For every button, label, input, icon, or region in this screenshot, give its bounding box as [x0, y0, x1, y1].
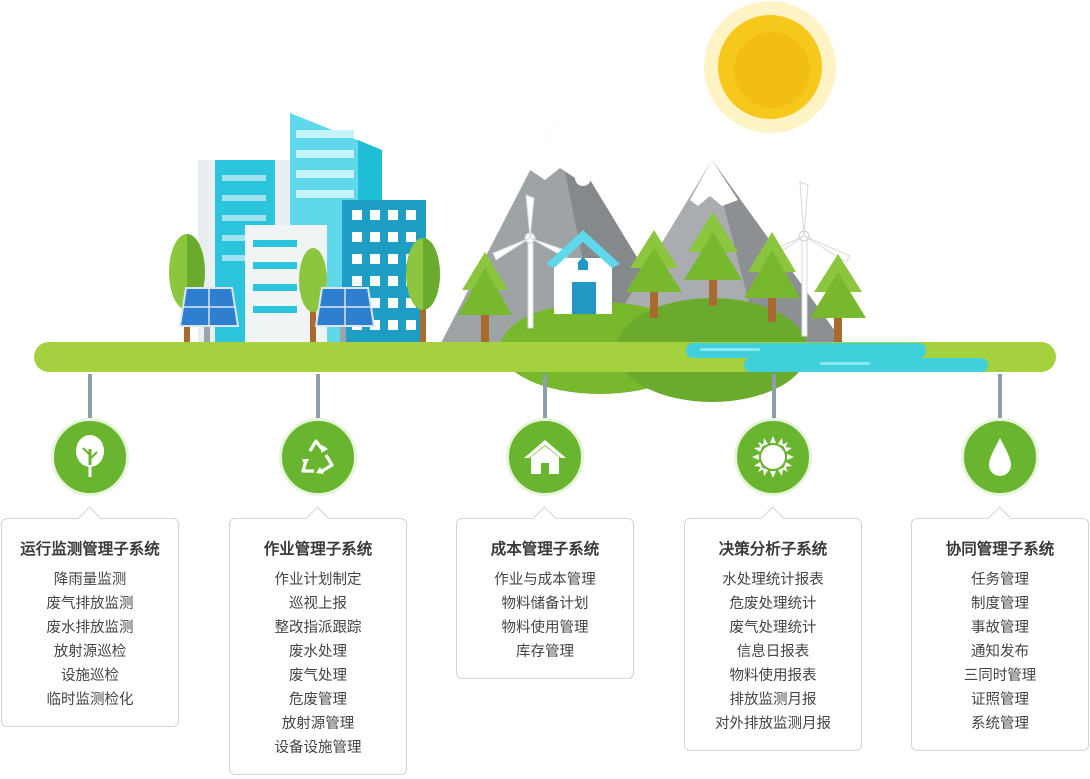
connector-stem: [316, 374, 320, 418]
list-item: 降雨量监测: [53, 572, 127, 588]
card-title: 协同管理子系统: [945, 540, 1055, 558]
connector-stem: [88, 374, 92, 418]
tree-icon: [51, 418, 129, 496]
list-item: 事故管理: [971, 620, 1029, 636]
list-item: 物料使用报表: [729, 668, 817, 684]
list-item: 设备设施管理: [274, 740, 362, 756]
list-item: 排放监测月报: [729, 692, 817, 708]
list-item: 废气处理: [289, 668, 347, 684]
list-item: 信息日报表: [736, 644, 810, 660]
list-item: 物料使用管理: [501, 620, 589, 636]
list-item: 放射源巡检: [53, 644, 127, 660]
sun-icon: [734, 418, 812, 496]
water-pond: [686, 343, 988, 372]
list-item: 物料储备计划: [501, 596, 589, 612]
list-item: 系统管理: [971, 716, 1029, 732]
list-item: 作业计划制定: [274, 572, 362, 588]
system-card-operation-monitoring: 运行监测管理子系统 降雨量监测 废气排放监测 废水排放监测 放射源巡检 设施巡检…: [1, 518, 179, 727]
system-card-collaboration: 协同管理子系统 任务管理 制度管理 事故管理 通知发布 三同时管理 证照管理 系…: [911, 518, 1089, 751]
list-item: 危废处理统计: [729, 596, 817, 612]
card-item-list: 作业与成本管理 物料储备计划 物料使用管理 库存管理: [457, 568, 633, 664]
house: [546, 230, 620, 314]
card-item-list: 任务管理 制度管理 事故管理 通知发布 三同时管理 证照管理 系统管理: [912, 568, 1088, 736]
list-item: 通知发布: [971, 644, 1029, 660]
list-item: 废水处理: [289, 644, 347, 660]
pine-trees: [458, 212, 866, 345]
sun-illustration: [704, 1, 836, 133]
list-item: 废气排放监测: [46, 596, 134, 612]
connector-stem: [998, 374, 1002, 418]
connector-stem: [543, 374, 547, 418]
list-item: 任务管理: [971, 572, 1029, 588]
home-icon: [506, 418, 584, 496]
card-title: 作业管理子系统: [263, 540, 373, 558]
list-item: 废水排放监测: [46, 620, 134, 636]
water-drop-icon: [961, 418, 1039, 496]
card-title: 决策分析子系统: [718, 540, 828, 558]
system-card-operations: 作业管理子系统 作业计划制定 巡视上报 整改指派跟踪 废水处理 废气处理 危废管…: [229, 518, 407, 775]
list-item: 库存管理: [516, 644, 574, 660]
connector-stem: [772, 374, 776, 418]
card-item-list: 降雨量监测 废气排放监测 废水排放监测 放射源巡检 设施巡检 临时监测检化: [2, 568, 178, 712]
recycle-icon: [279, 418, 357, 496]
list-item: 对外排放监测月报: [715, 716, 831, 732]
list-item: 危废管理: [289, 692, 347, 708]
solar-panels: [178, 287, 376, 345]
list-item: 设施巡检: [61, 668, 119, 684]
card-title: 运行监测管理子系统: [20, 540, 160, 558]
system-card-cost: 成本管理子系统 作业与成本管理 物料储备计划 物料使用管理 库存管理: [456, 518, 634, 679]
list-item: 巡视上报: [289, 596, 347, 612]
list-item: 放射源管理: [281, 716, 355, 732]
card-item-list: 作业计划制定 巡视上报 整改指派跟踪 废水处理 废气处理 危废管理 放射源管理 …: [230, 568, 406, 760]
list-item: 制度管理: [971, 596, 1029, 612]
system-card-decision-analysis: 决策分析子系统 水处理统计报表 危废处理统计 废气处理统计 信息日报表 物料使用…: [684, 518, 862, 751]
list-item: 水处理统计报表: [722, 572, 824, 588]
card-title: 成本管理子系统: [490, 540, 600, 558]
list-item: 证照管理: [971, 692, 1029, 708]
list-item: 三同时管理: [963, 668, 1037, 684]
card-item-list: 水处理统计报表 危废处理统计 废气处理统计 信息日报表 物料使用报表 排放监测月…: [685, 568, 861, 736]
eco-city-illustration: [34, 1, 1056, 402]
list-item: 作业与成本管理: [494, 572, 596, 588]
list-item: 整改指派跟踪: [274, 620, 362, 636]
list-item: 临时监测检化: [46, 692, 134, 708]
list-item: 废气处理统计: [729, 620, 817, 636]
